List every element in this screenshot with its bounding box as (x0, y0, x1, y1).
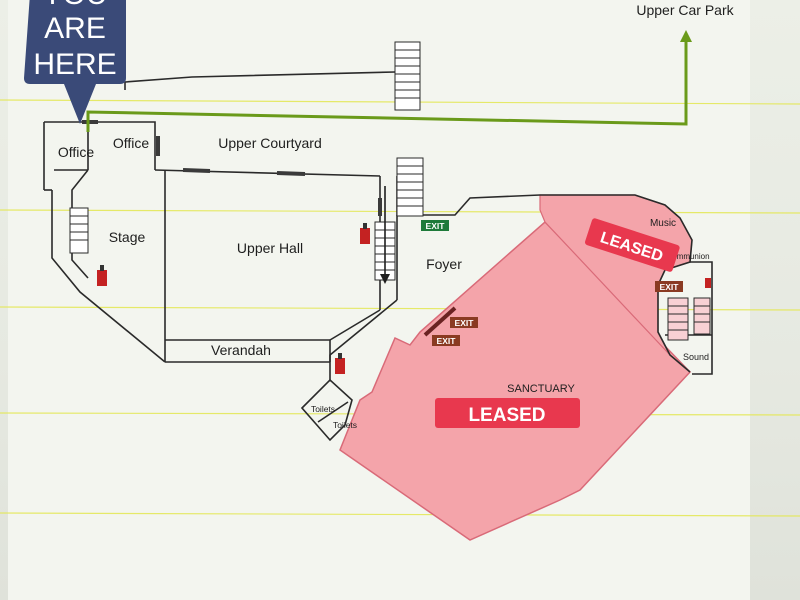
fire-extinguisher-icon (705, 278, 711, 288)
destination-label: Upper Car Park (636, 2, 734, 18)
exit-sign-music-wing: EXIT (655, 281, 683, 292)
stairs-icon (396, 157, 424, 217)
room-label-office-right: Office (113, 135, 150, 151)
stairs-icon (69, 207, 89, 254)
room-label-music: Music (650, 218, 676, 229)
room-label-upper-courtyard: Upper Courtyard (218, 135, 322, 151)
room-label-foyer: Foyer (426, 256, 462, 272)
room-label-communion: Communion (666, 252, 709, 261)
fire-extinguisher-icon (335, 353, 345, 374)
room-label-sound: Sound (683, 352, 709, 362)
foyer-sanctuary-doors (423, 306, 457, 337)
badge-line-2: ARE (44, 12, 106, 45)
sanctuary-leased-area (339, 220, 692, 541)
badge-line-1: YOU (42, 0, 107, 11)
door-markers (82, 120, 382, 216)
arrow-up-icon (680, 30, 692, 42)
fire-extinguisher-icon (97, 265, 107, 286)
room-label-stage: Stage (109, 229, 146, 245)
route-to-upper-car-park (86, 30, 692, 132)
badge-line-3: HERE (33, 48, 116, 81)
arrow-down-icon (380, 186, 390, 284)
room-label-toilets-1: Toilets (311, 404, 335, 414)
exit-sign-foyer: EXIT (421, 220, 449, 231)
svg-text:LEASED: LEASED (468, 405, 545, 426)
room-label-office-left: Office (58, 144, 95, 160)
svg-text:EXIT: EXIT (426, 221, 446, 231)
room-label-toilets-2: Toilets (333, 420, 357, 430)
exit-sign-sanctuary-2: EXIT (432, 335, 460, 346)
room-label-verandah: Verandah (211, 342, 271, 358)
svg-text:EXIT: EXIT (437, 336, 457, 346)
you-are-here-badge: YOU ARE HERE (24, 0, 126, 124)
stairs-icon (394, 41, 421, 111)
svg-text:EXIT: EXIT (660, 282, 680, 292)
building-walls (43, 71, 713, 442)
room-label-upper-hall: Upper Hall (237, 240, 303, 256)
svg-text:EXIT: EXIT (455, 318, 475, 328)
exit-sign-sanctuary-1: EXIT (450, 317, 478, 328)
fire-extinguisher-icon (360, 223, 370, 244)
leased-stamp-sanctuary: LEASED (435, 398, 580, 428)
stairs-icon (667, 297, 711, 341)
room-label-sanctuary: SANCTUARY (507, 383, 575, 395)
